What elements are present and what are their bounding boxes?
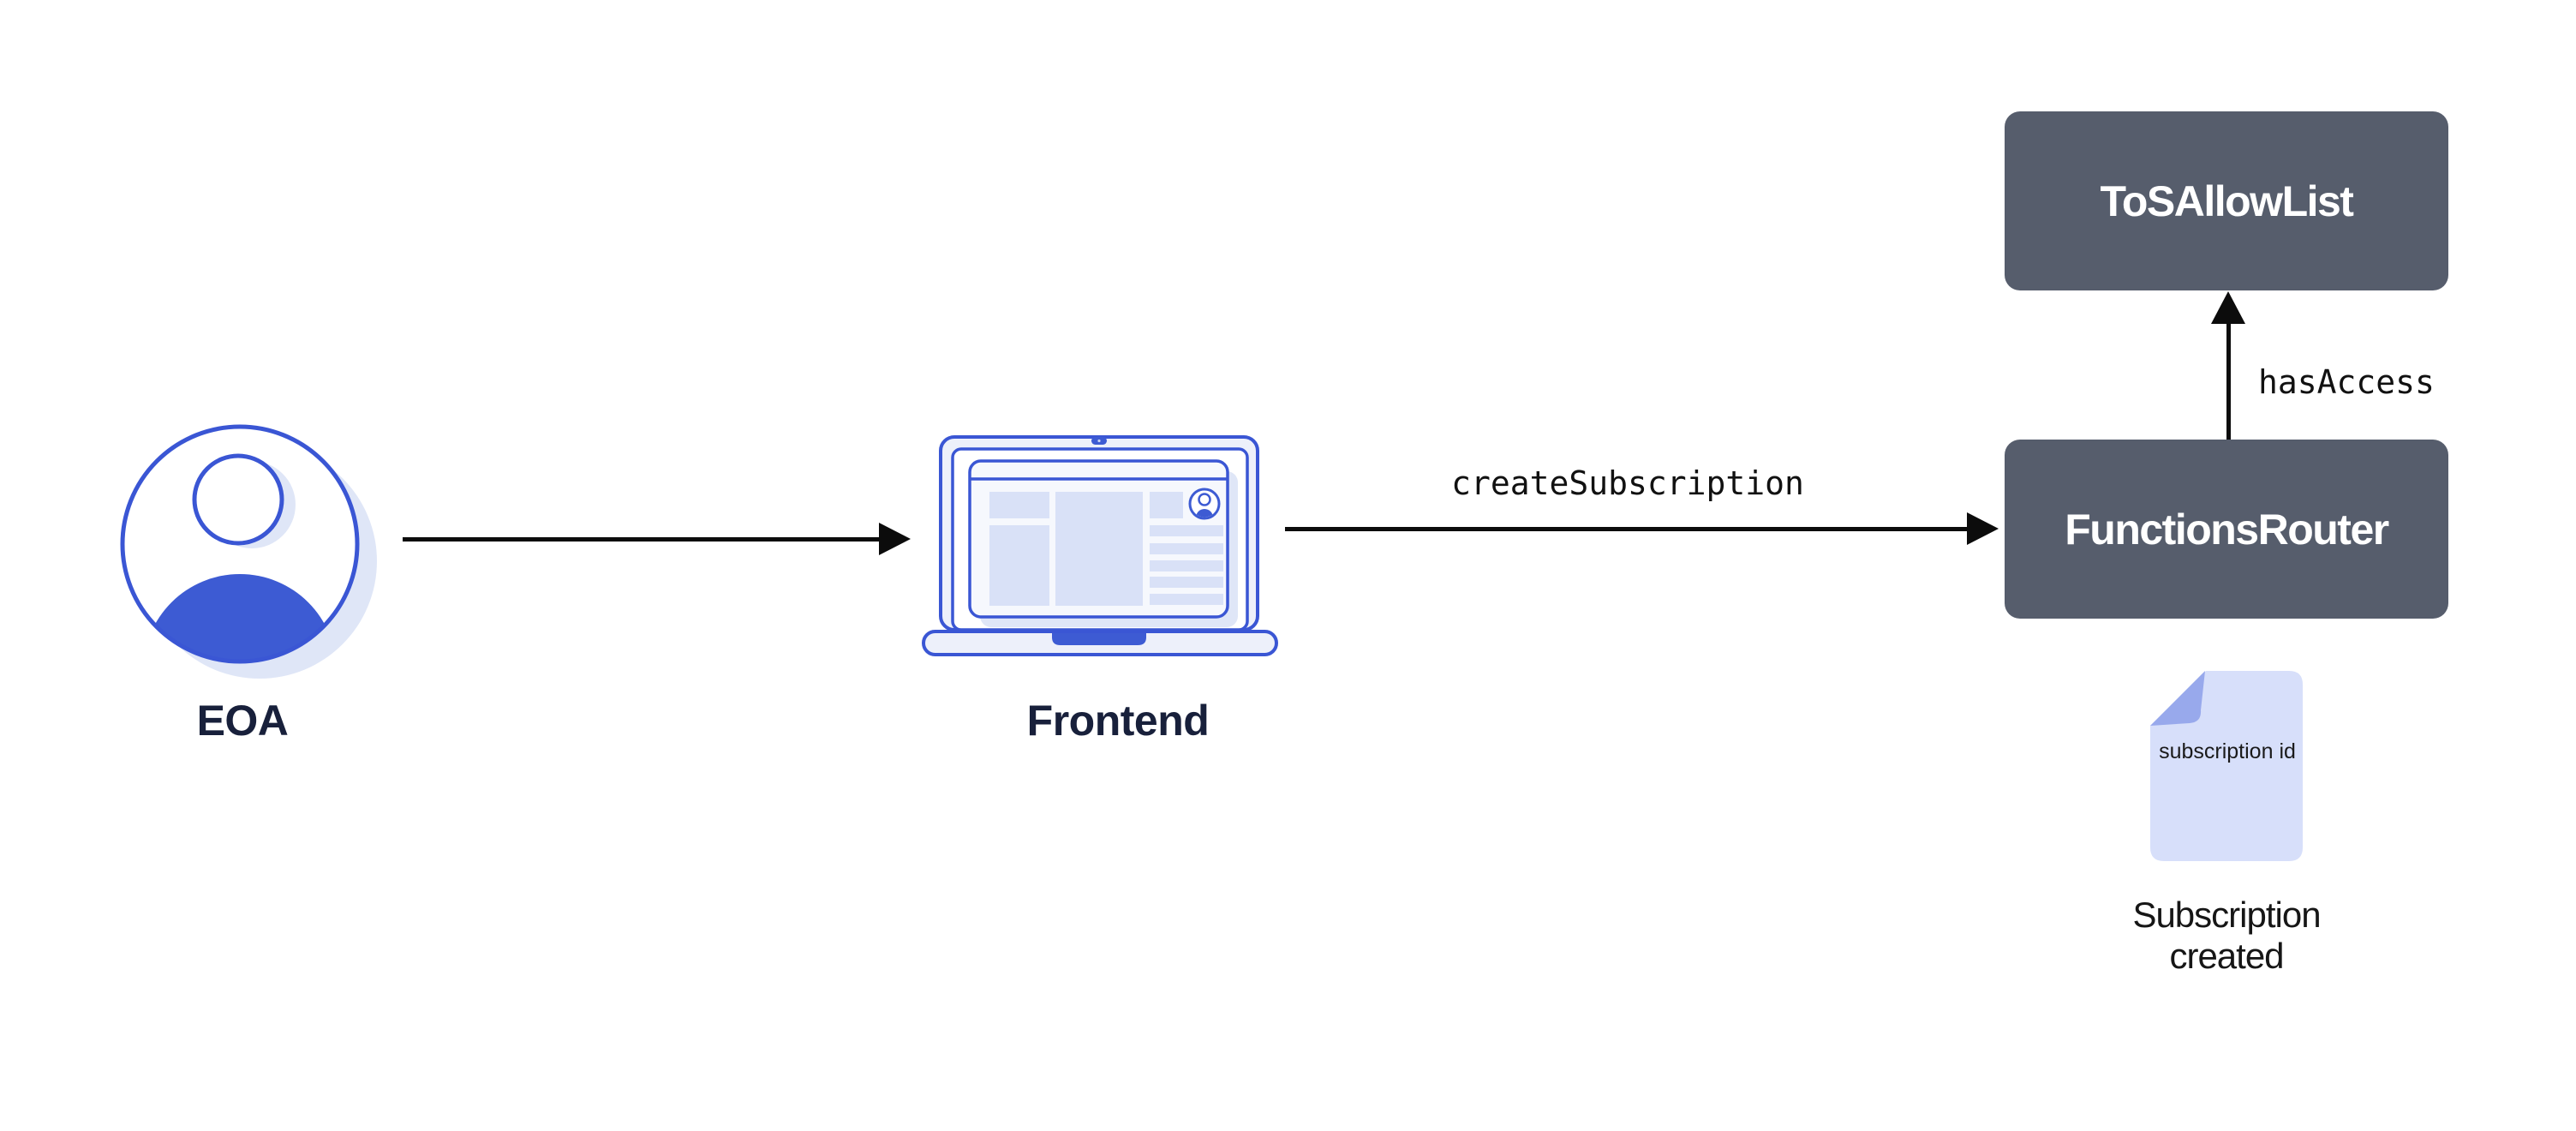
subscription-doc-text: subscription id: [2159, 739, 2296, 763]
browser-avatar-shoulders: [1196, 509, 1213, 518]
edge-label-has-access: hasAccess: [2258, 363, 2435, 401]
eoa-label: EOA: [196, 697, 289, 745]
arrow-frontend-to-router: [1285, 527, 1969, 531]
arrow-eoa-to-frontend: [403, 537, 881, 542]
frontend-label: Frontend: [1026, 697, 1210, 745]
subscription-document-icon: [2150, 671, 2303, 861]
node-functions-router: FunctionsRouter: [2005, 440, 2448, 619]
user-head: [192, 453, 284, 546]
edge-label-create-subscription: createSubscription: [1451, 464, 1804, 502]
subscription-created-caption: Subscription created: [2132, 895, 2321, 976]
document-body: [2150, 671, 2303, 861]
laptop-webcam-dot: [1097, 439, 1101, 443]
eoa-user-icon: [120, 424, 377, 679]
user-shoulders: [143, 574, 337, 661]
arrowhead-frontend-to-router: [1967, 512, 1999, 545]
browser-avatar-icon: [1188, 488, 1221, 520]
document-fold: [2150, 671, 2205, 726]
laptop-base-notch: [1052, 633, 1146, 645]
browser-content-blocks: [989, 492, 1223, 606]
tos-allow-list-label: ToSAllowList: [2100, 177, 2354, 225]
user-outer-ring: [120, 424, 360, 664]
arrowhead-eoa-to-frontend: [879, 523, 911, 555]
browser-avatar-head: [1198, 493, 1211, 506]
functions-router-label: FunctionsRouter: [2065, 505, 2389, 554]
node-tos-allow-list: ToSAllowList: [2005, 111, 2448, 290]
arrowhead-router-to-tos: [2211, 291, 2245, 324]
frontend-laptop-icon: [922, 435, 1278, 656]
arrow-router-to-tos: [2226, 320, 2231, 440]
